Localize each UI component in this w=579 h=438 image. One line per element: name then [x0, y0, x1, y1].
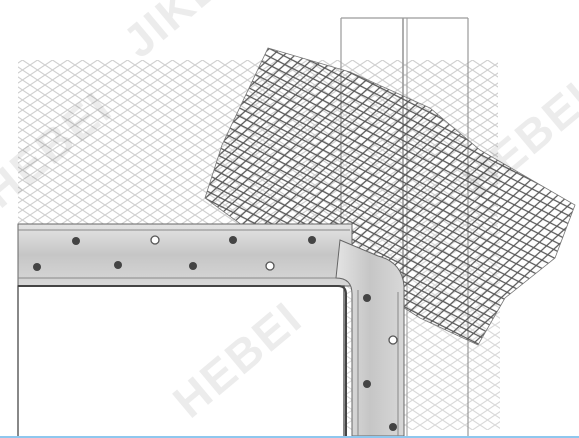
expanded-metal-lath — [204, 47, 576, 346]
fastener — [363, 380, 371, 388]
fastener — [229, 236, 237, 244]
fasteners — [33, 235, 398, 431]
fastener — [72, 237, 80, 245]
fastener — [114, 261, 122, 269]
frame-opening — [17, 285, 345, 438]
fastener — [363, 294, 371, 302]
fastener — [189, 262, 197, 270]
fastener — [389, 423, 397, 431]
horizontal-frame — [17, 223, 353, 287]
fastener — [150, 235, 160, 245]
fastener — [308, 236, 316, 244]
fastener — [388, 335, 398, 345]
vertical-frame — [335, 239, 405, 437]
fastener — [33, 263, 41, 271]
watermark-text: JIKE — [113, 0, 231, 68]
fastener — [265, 261, 275, 271]
